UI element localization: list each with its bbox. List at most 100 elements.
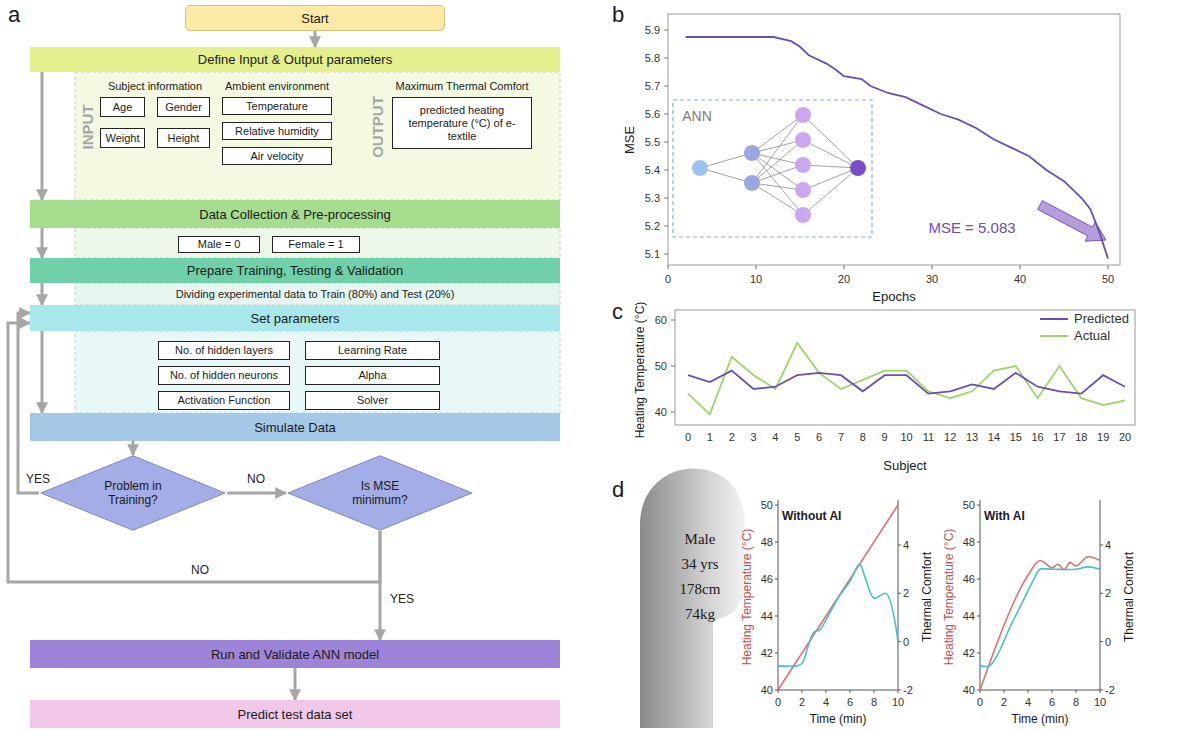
- label-text: MSE: [623, 126, 638, 154]
- label-text: 2: [729, 431, 735, 444]
- label-text: 10: [1094, 696, 1106, 709]
- node-text: Weight: [105, 132, 139, 145]
- label-text: 5.2: [645, 220, 660, 233]
- tick-mark: [874, 690, 875, 693]
- label-text: 4: [903, 539, 909, 552]
- label-text: 10: [892, 696, 904, 709]
- ann-link: [752, 140, 803, 183]
- parameter-box: Age: [100, 97, 145, 117]
- flow-arrow: [41, 283, 44, 305]
- ann-neuron: [795, 182, 811, 198]
- tick-mark: [898, 593, 901, 594]
- ann-link: [803, 168, 858, 215]
- flow-arrow: [294, 668, 297, 700]
- parameter-box: Alpha: [305, 366, 440, 385]
- label-text: Time (min): [810, 713, 867, 727]
- label-text: 4: [1105, 539, 1111, 552]
- tick-mark: [802, 690, 803, 693]
- label-text: 8: [1073, 696, 1079, 709]
- parameter-box: Height: [157, 128, 210, 148]
- node-text: predicted heating temperature (°C) of e-…: [393, 104, 531, 143]
- node-text: Activation Function: [178, 394, 271, 407]
- node-text: Define Input & Output parameters: [198, 52, 392, 67]
- tick-mark: [977, 579, 980, 580]
- ann-link: [700, 168, 752, 183]
- tick-mark: [775, 653, 778, 654]
- label-text: 20: [838, 273, 850, 286]
- node-text: Gender: [165, 101, 202, 114]
- band-panel: [75, 283, 560, 305]
- label-text: 2: [1001, 696, 1007, 709]
- label-text: 178cm: [680, 581, 721, 598]
- label-text: 6: [816, 431, 822, 444]
- label-text: 0: [977, 696, 983, 709]
- label-text: 4: [772, 431, 778, 444]
- edge-label: NO: [191, 564, 209, 578]
- diamond-shape: [288, 456, 472, 530]
- edge-label: NO: [247, 473, 265, 487]
- ann-link: [700, 153, 752, 168]
- label-text: 8: [860, 431, 866, 444]
- node-text: No. of hidden neurons: [170, 369, 278, 382]
- parameter-box: Female = 1: [272, 236, 360, 253]
- label-text: Dividing experimental data to Train (80%…: [176, 288, 455, 301]
- label-text: INPUT: [79, 105, 96, 150]
- tick-mark: [898, 690, 899, 693]
- label-text: Subject: [883, 459, 926, 474]
- flow-arrow: [227, 492, 286, 495]
- label-text: 5.7: [645, 80, 660, 93]
- parameter-box: No. of hidden layers: [158, 341, 290, 360]
- label-text: Epochs: [872, 290, 915, 305]
- label-text: 4: [1025, 696, 1031, 709]
- band-panel: [75, 72, 560, 200]
- tick-mark: [671, 366, 675, 367]
- label-text: Without AI: [782, 510, 841, 524]
- label-text: 11: [923, 431, 934, 444]
- ann-neuron: [795, 132, 811, 148]
- node-text: Relative humidity: [235, 125, 319, 138]
- ann-neuron: [795, 207, 811, 223]
- heating-line: [778, 505, 898, 690]
- tick-mark: [664, 254, 668, 255]
- label-text: 5.5: [645, 136, 660, 149]
- label-text: 42: [761, 647, 773, 660]
- flow-arrow: [132, 441, 135, 455]
- label-text: 0: [775, 696, 781, 709]
- tick-mark: [977, 505, 980, 506]
- label-text: 0: [665, 273, 671, 286]
- parameter-box: Male = 0: [178, 236, 260, 253]
- node-text: Set parameters: [251, 311, 340, 326]
- ann-link: [803, 140, 858, 168]
- label-text: 44: [761, 610, 773, 623]
- chart-axes: [980, 500, 1100, 690]
- tick-mark: [844, 265, 845, 269]
- label-text: 40: [1014, 273, 1026, 286]
- label-text: 50: [963, 499, 975, 512]
- label-text: 5.8: [645, 52, 660, 65]
- tick-mark: [1028, 690, 1029, 693]
- parameter-box: Solver: [305, 391, 440, 410]
- parameter-box: Weight: [100, 128, 145, 148]
- label-text: 0: [685, 431, 691, 444]
- label-text: 5.1: [645, 248, 660, 261]
- node-text: Solver: [357, 394, 388, 407]
- parameter-box: Relative humidity: [222, 122, 332, 140]
- tick-mark: [775, 505, 778, 506]
- tick-mark: [775, 616, 778, 617]
- label-text: 46: [963, 573, 975, 586]
- node-text: Start: [301, 11, 328, 26]
- band-panel: [75, 228, 560, 258]
- label-text: 5.9: [645, 24, 660, 37]
- label-text: 44: [963, 610, 975, 623]
- label-text: MSE = 5.083: [928, 219, 1015, 236]
- flow-arrow: [379, 531, 382, 640]
- label-text: b: [612, 2, 624, 27]
- tick-mark: [977, 542, 980, 543]
- ann-inset-frame: [673, 100, 872, 237]
- ann-link: [803, 165, 858, 168]
- predicted-line: [688, 371, 1125, 394]
- tick-mark: [664, 58, 668, 59]
- label-text: 20: [1119, 431, 1131, 444]
- tick-mark: [1076, 690, 1077, 693]
